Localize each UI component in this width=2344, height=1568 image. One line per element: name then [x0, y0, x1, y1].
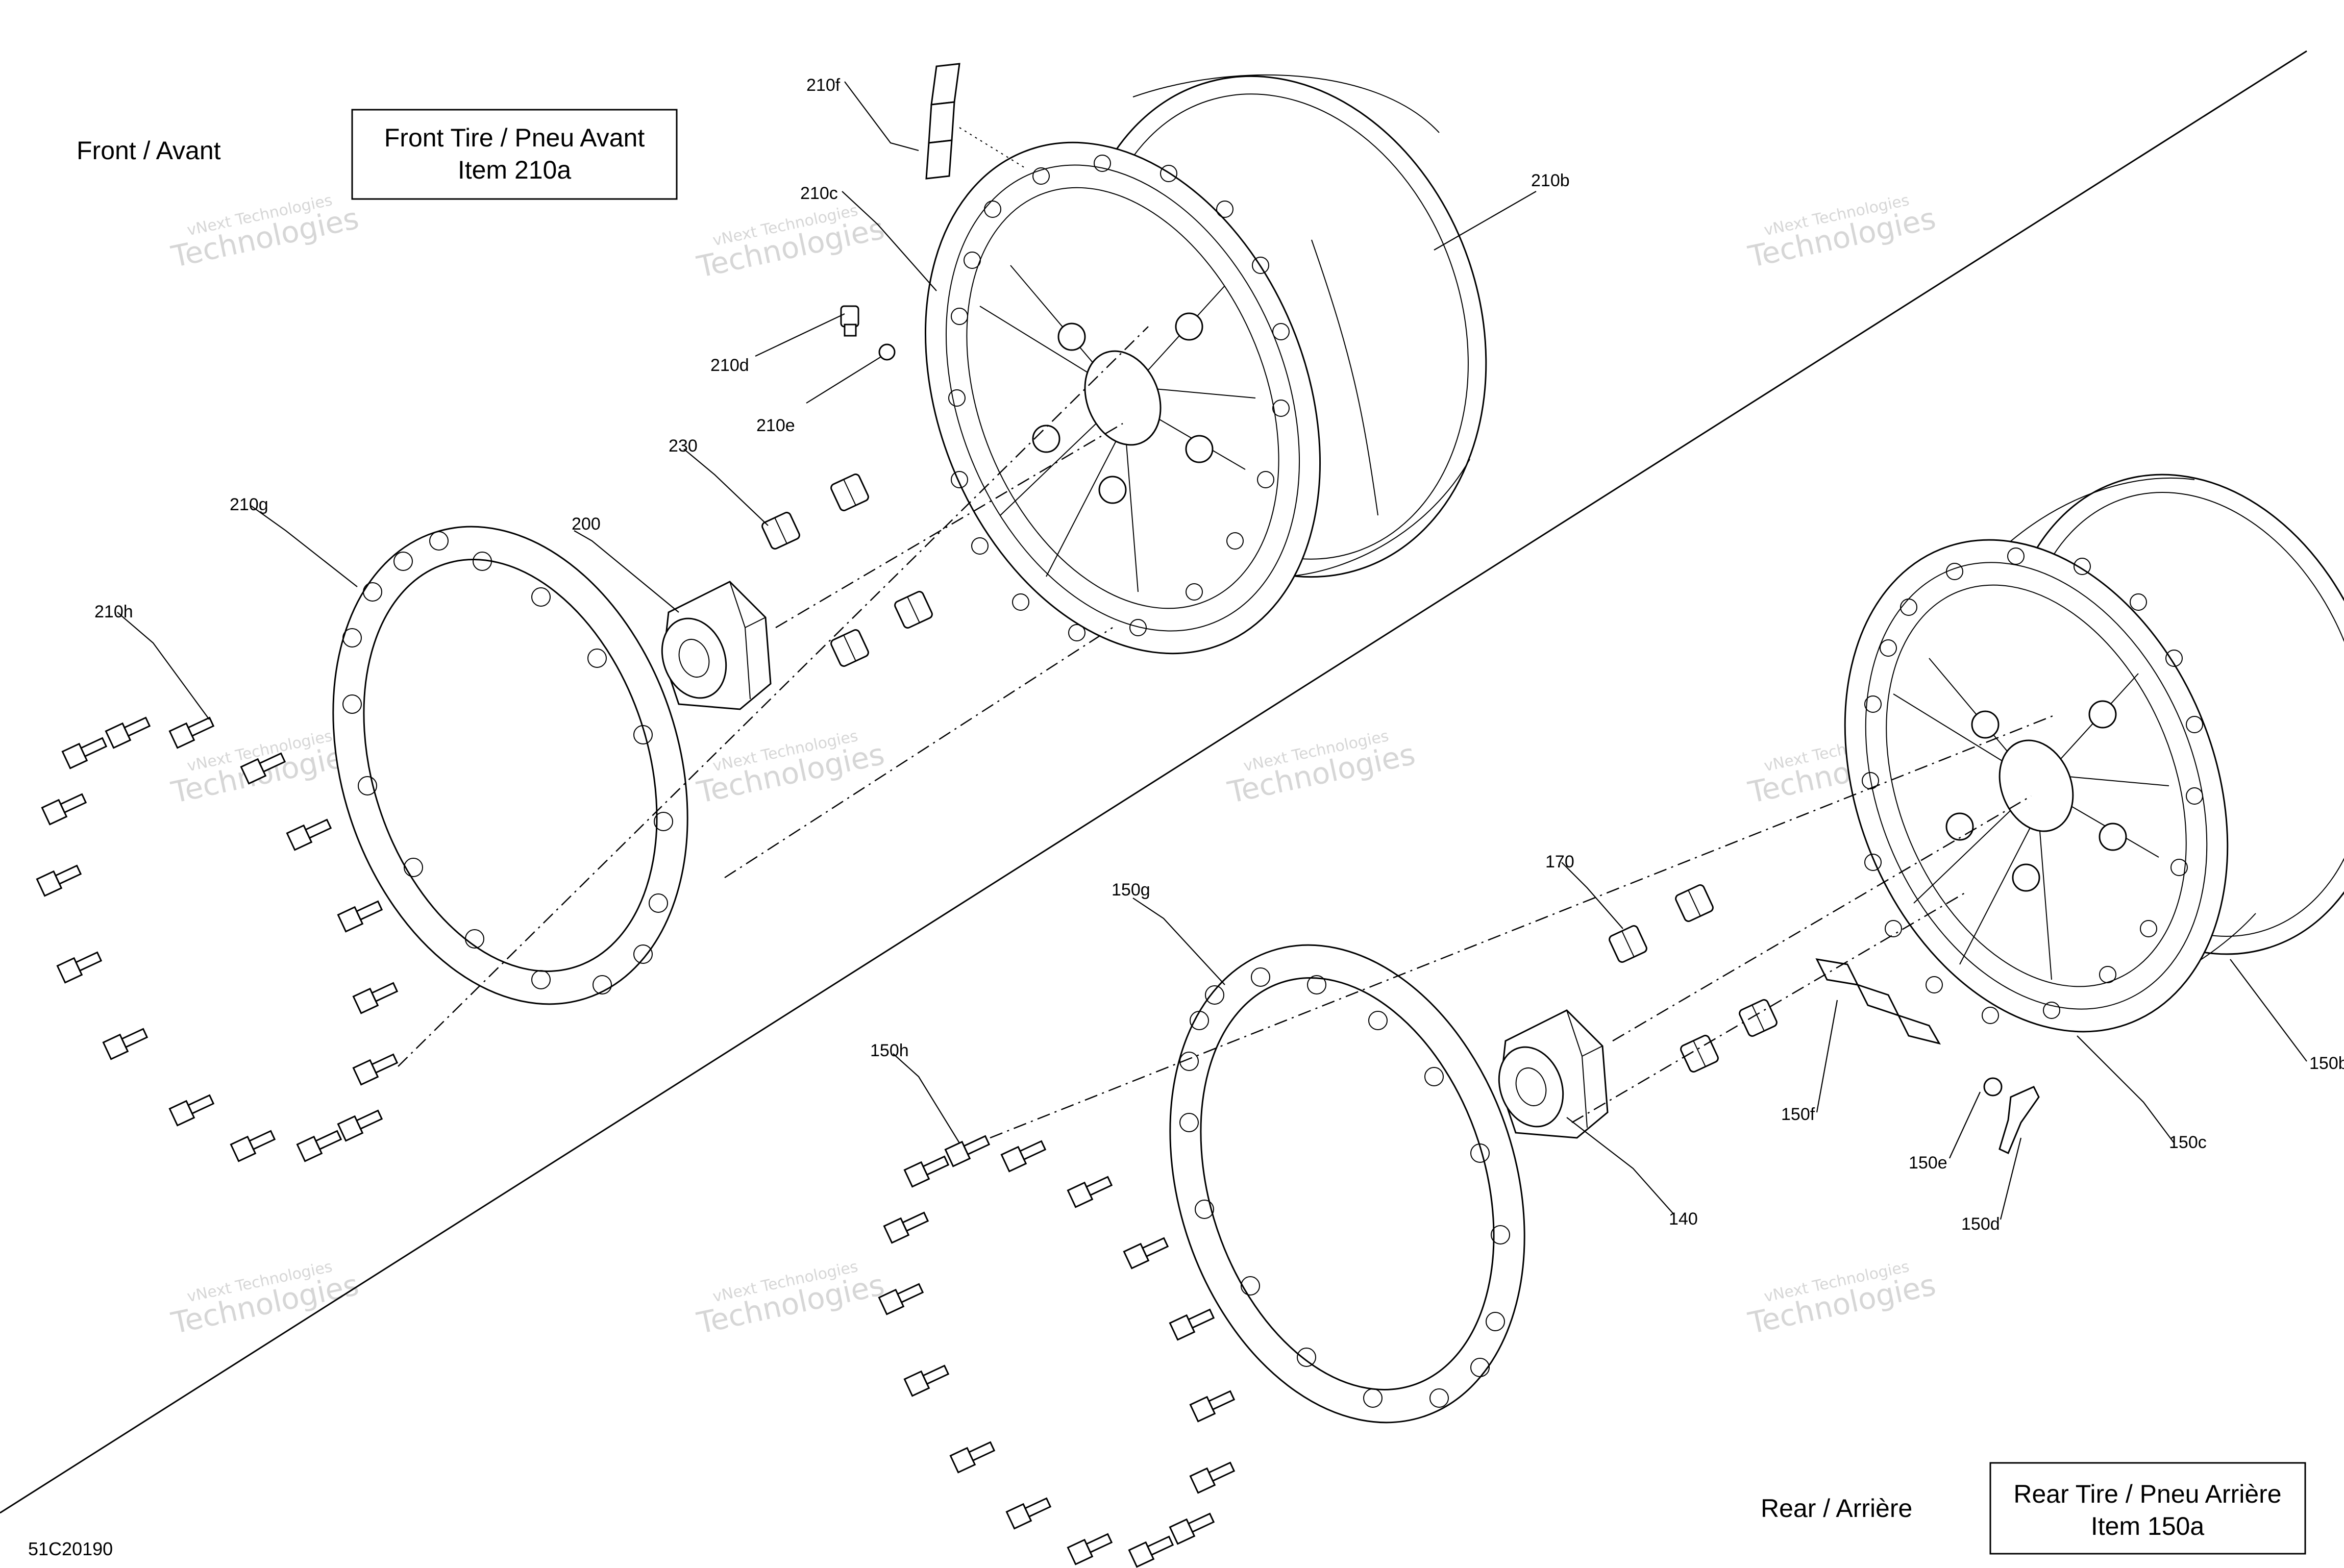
- rear-hub: [1498, 1009, 1609, 1139]
- front-wheel-rim: [925, 74, 1487, 655]
- rear-lug-nuts: [1609, 884, 1778, 1073]
- rear-section-label: Rear / Arrière: [1761, 1494, 1912, 1523]
- front-beadlock-bolt-holes: [948, 155, 1290, 641]
- rear-tire-box-title: Rear Tire / Pneu Arrière: [2013, 1480, 2281, 1508]
- callout-210h: 210h: [94, 602, 133, 621]
- leader-lines: [117, 81, 2307, 1220]
- front-lug-nuts: [761, 474, 933, 667]
- callout-210e: 210e: [756, 416, 795, 435]
- rear-valve-stem: [1983, 1077, 2040, 1155]
- drawing-number: 51C20190: [28, 1538, 113, 1559]
- callout-150c: 150c: [2169, 1133, 2207, 1152]
- rear-tire-box-item: Item 150a: [2091, 1512, 2205, 1540]
- rear-ring-bolt-holes: [1179, 967, 1510, 1408]
- callout-170: 170: [1545, 852, 1574, 872]
- callout-150b: 150b: [2309, 1054, 2344, 1073]
- front-beadlock-bolts: [36, 716, 399, 1162]
- callout-210c: 210c: [800, 184, 838, 203]
- rear-tire-box: Rear Tire / Pneu Arrière Item 150a: [1989, 1462, 2306, 1555]
- callout-210g: 210g: [230, 495, 268, 514]
- callout-150h: 150h: [870, 1041, 909, 1060]
- section-divider-line: [0, 50, 2307, 1514]
- rear-beadlock-ring: [1169, 944, 1525, 1424]
- callout-150d: 150d: [1961, 1214, 2000, 1234]
- rear-beadlock-bolt-holes: [1862, 547, 2203, 1024]
- front-valve-stem: [840, 305, 896, 361]
- front-tire-box-title: Front Tire / Pneu Avant: [384, 123, 645, 152]
- front-tire-box-item: Item 210a: [458, 156, 572, 184]
- front-balance-weight: [925, 63, 960, 180]
- callout-150f: 150f: [1781, 1105, 1815, 1124]
- callout-210f: 210f: [806, 76, 841, 95]
- rear-beadlock-bolts: [878, 1135, 1236, 1568]
- front-hub: [661, 581, 772, 710]
- callout-200: 200: [572, 514, 601, 534]
- callout-230: 230: [669, 436, 698, 456]
- callout-140: 140: [1669, 1209, 1698, 1229]
- rear-wheel-rim: [1844, 474, 2344, 1033]
- front-ring-bolt-holes: [342, 531, 673, 994]
- callout-210b: 210b: [1531, 171, 1570, 190]
- front-beadlock-ring: [332, 526, 688, 1005]
- callout-150e: 150e: [1909, 1153, 1947, 1173]
- callout-150g: 150g: [1112, 880, 1150, 900]
- rear-balance-weight: [1815, 958, 1941, 1045]
- callout-labels: 210f 210c 210b 210d 210e 230 210g 200 21…: [94, 76, 2344, 1234]
- front-section-label: Front / Avant: [77, 136, 221, 165]
- front-tire-box: Front Tire / Pneu Avant Item 210a: [351, 109, 678, 200]
- callout-210d: 210d: [710, 356, 749, 375]
